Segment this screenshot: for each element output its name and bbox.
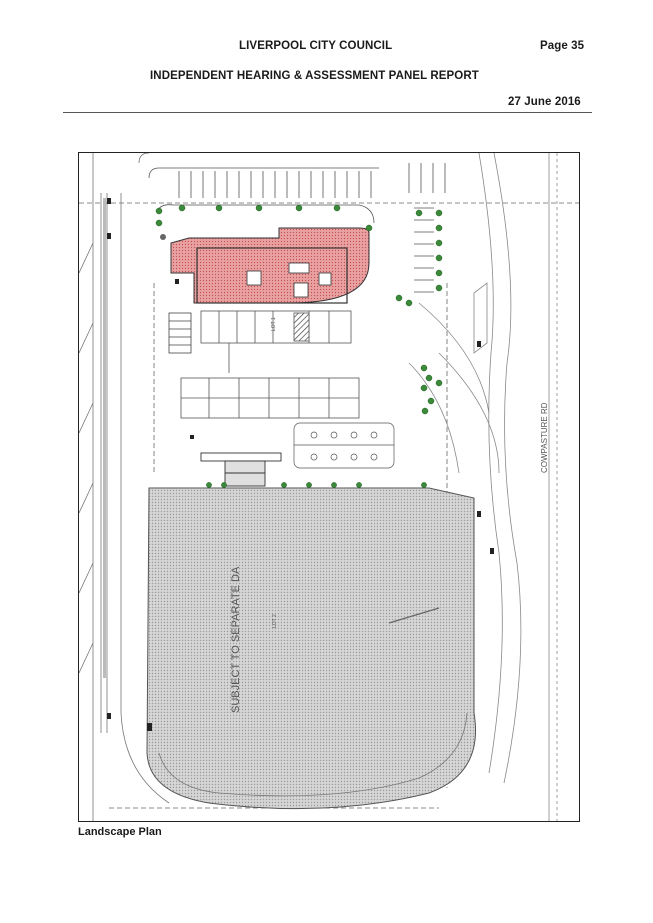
figure-caption: Landscape Plan <box>78 826 162 838</box>
lot2-line <box>388 607 440 624</box>
lot2-note: SUBJECT TO SEPARATE DA <box>230 566 242 713</box>
landscape-plan-figure: LOT 1 <box>78 152 580 822</box>
main-building <box>170 227 370 304</box>
report-title: INDEPENDENT HEARING & ASSESSMENT PANEL R… <box>150 70 479 82</box>
council-name: LIVERPOOL CITY COUNCIL <box>239 40 393 52</box>
drive-through-bays <box>200 310 352 373</box>
report-date: 27 June 2016 <box>508 96 581 108</box>
site-plan-drawing: LOT 1 <box>79 153 579 821</box>
top-parking <box>148 163 446 198</box>
kiosk <box>200 452 282 487</box>
header-rule <box>63 112 592 113</box>
east-road <box>408 153 558 821</box>
lot2-label: LOT 2 <box>272 614 278 628</box>
site-markers <box>107 198 494 731</box>
landscape-bed-top <box>156 204 375 224</box>
central-parking <box>180 377 360 419</box>
lot2-curve <box>158 712 468 797</box>
landscape-trees <box>155 204 443 488</box>
page-number: Page 35 <box>540 40 585 52</box>
west-road <box>79 153 170 821</box>
road-label: COWPASTURE RD <box>540 402 549 473</box>
lot2-area <box>146 487 476 810</box>
service-pads <box>293 422 395 469</box>
right-parking <box>414 207 434 293</box>
lot1-label: LOT 1 <box>271 317 277 331</box>
ramp <box>168 312 192 354</box>
